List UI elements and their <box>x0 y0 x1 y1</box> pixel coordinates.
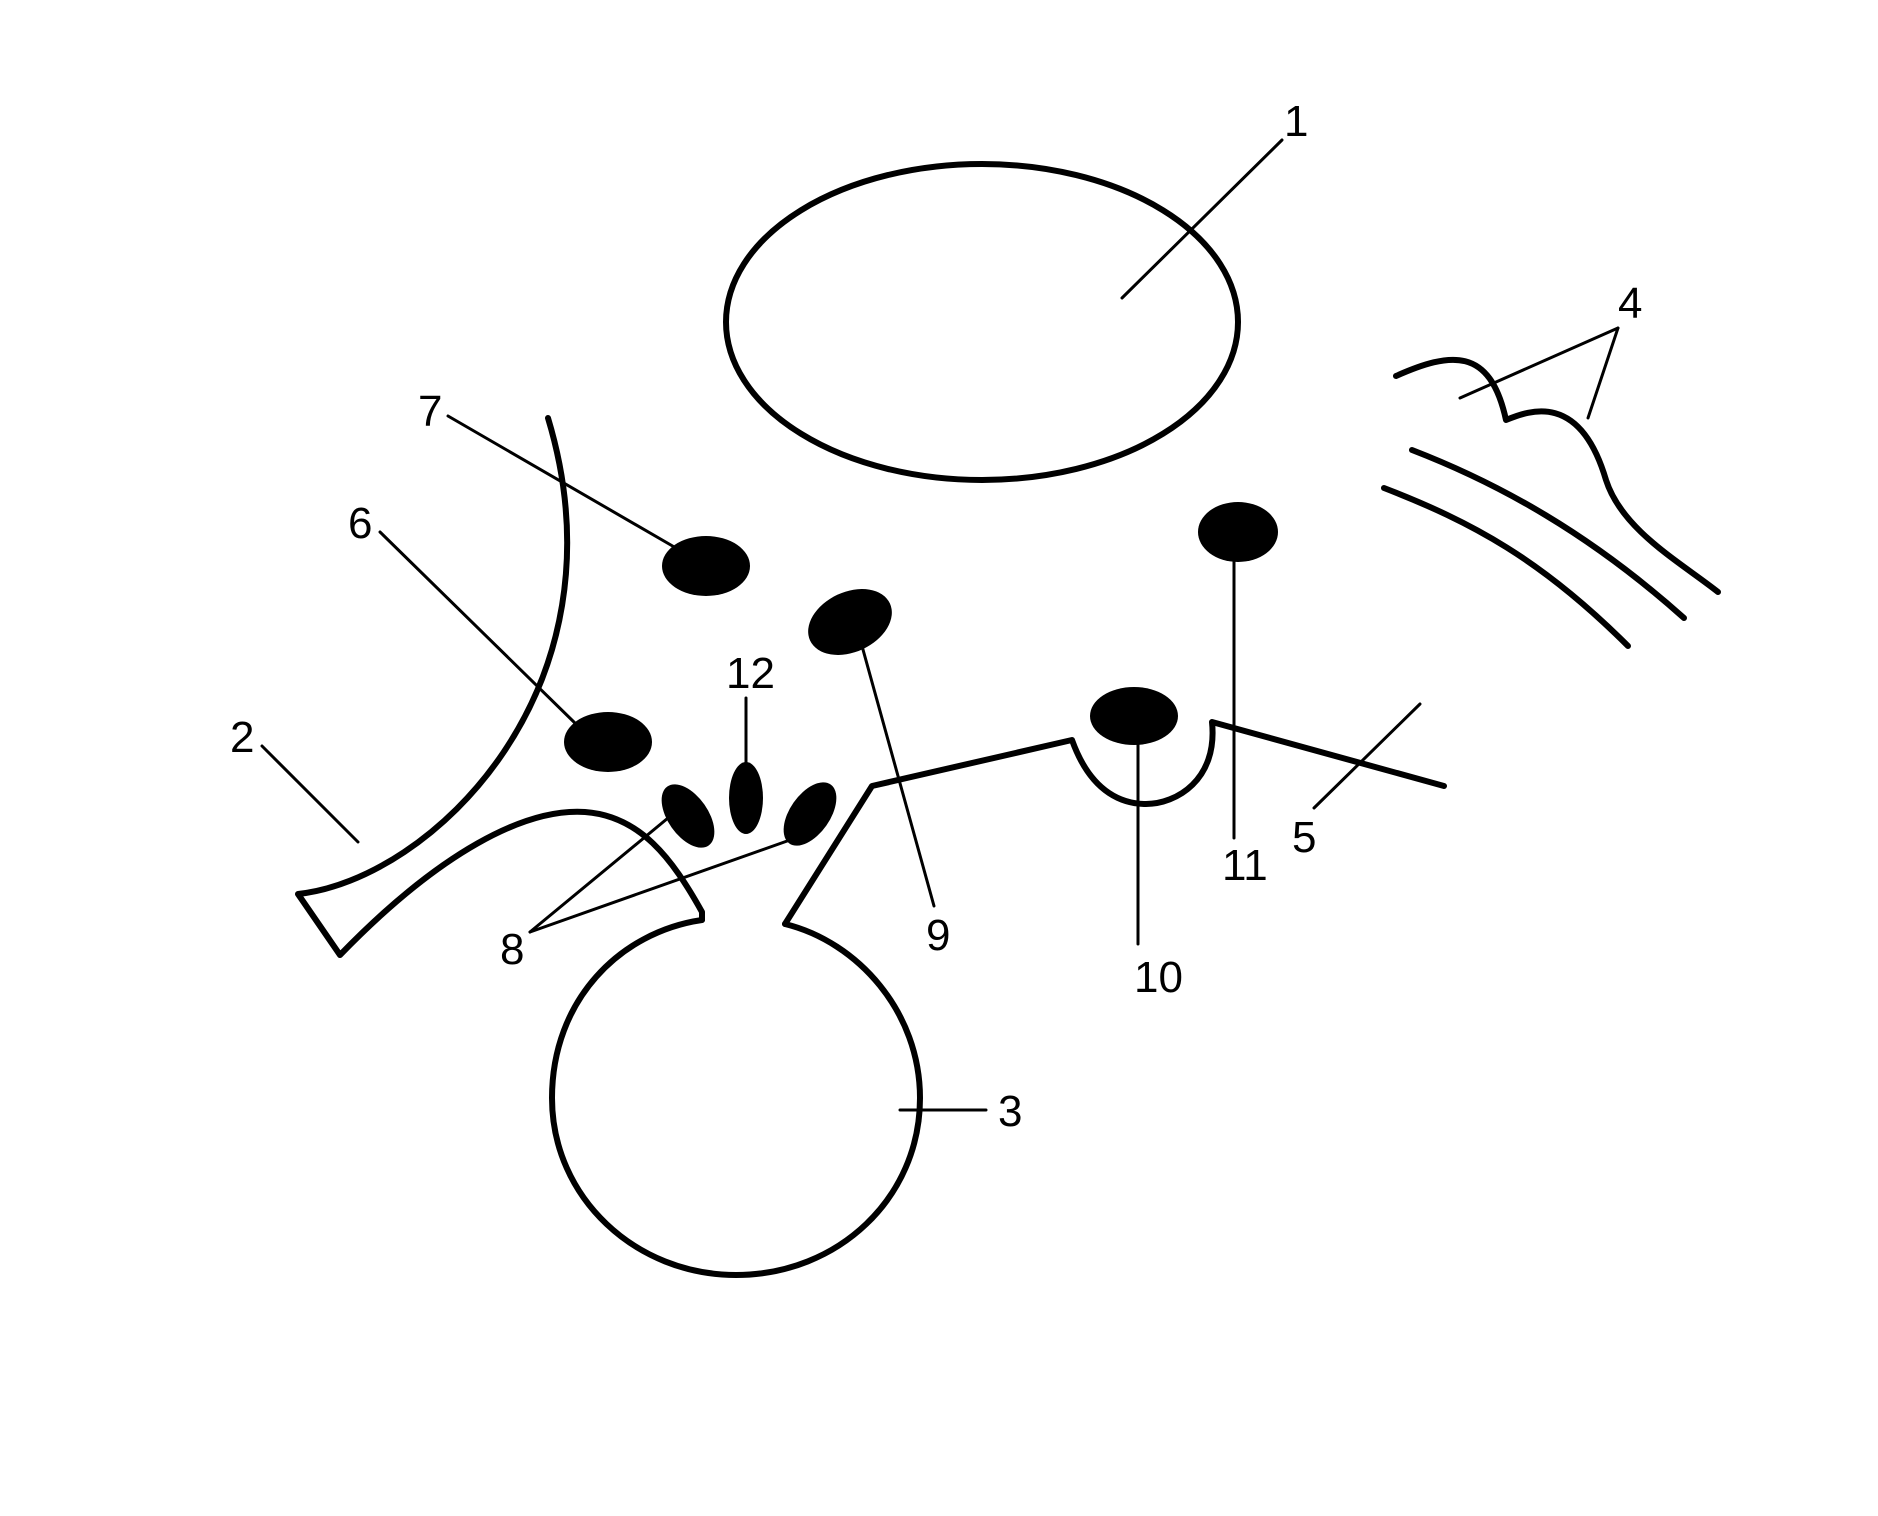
label-1: 1 <box>1284 97 1308 146</box>
label-3: 3 <box>998 1087 1022 1136</box>
part-6-blob <box>564 712 652 772</box>
part-10-blob <box>1090 687 1178 745</box>
part-11-blob <box>1198 502 1278 562</box>
part-7-blob <box>662 536 750 596</box>
label-6: 6 <box>348 499 372 548</box>
leader-line-7 <box>446 414 678 550</box>
part-4-lower-band <box>1381 485 1631 649</box>
leader-line-4b <box>1586 326 1620 420</box>
leader-line-5 <box>1312 702 1422 810</box>
leader-line-9 <box>860 644 936 908</box>
label-9: 9 <box>926 911 950 960</box>
label-5: 5 <box>1292 813 1316 862</box>
part-9-blob <box>808 589 892 655</box>
leader-line-8b <box>528 838 792 934</box>
part-8-left-blob <box>661 784 715 848</box>
label-11: 11 <box>1222 841 1268 890</box>
leader-line-6 <box>378 530 580 728</box>
part-4-middle-band <box>1409 447 1687 621</box>
label-4: 4 <box>1618 279 1642 328</box>
label-8: 8 <box>500 925 524 974</box>
label-10: 10 <box>1134 953 1183 1002</box>
leader-line-8a <box>528 816 670 934</box>
part-12-blob <box>729 762 763 834</box>
label-7: 7 <box>418 387 442 436</box>
leader-line-2 <box>260 744 360 844</box>
part-5-base-membrane <box>782 719 1447 927</box>
leader-line-4a <box>1458 326 1620 400</box>
part-1-large-ellipse <box>723 161 1241 483</box>
part-4-upper-wave <box>1393 356 1721 595</box>
part-3-round-chamber <box>549 917 923 1278</box>
part-2-left-arm <box>295 415 705 958</box>
label-12: 12 <box>726 649 775 698</box>
label-2: 2 <box>230 713 254 762</box>
leader-line-1 <box>1120 138 1284 300</box>
part-8-right-blob <box>783 782 837 846</box>
